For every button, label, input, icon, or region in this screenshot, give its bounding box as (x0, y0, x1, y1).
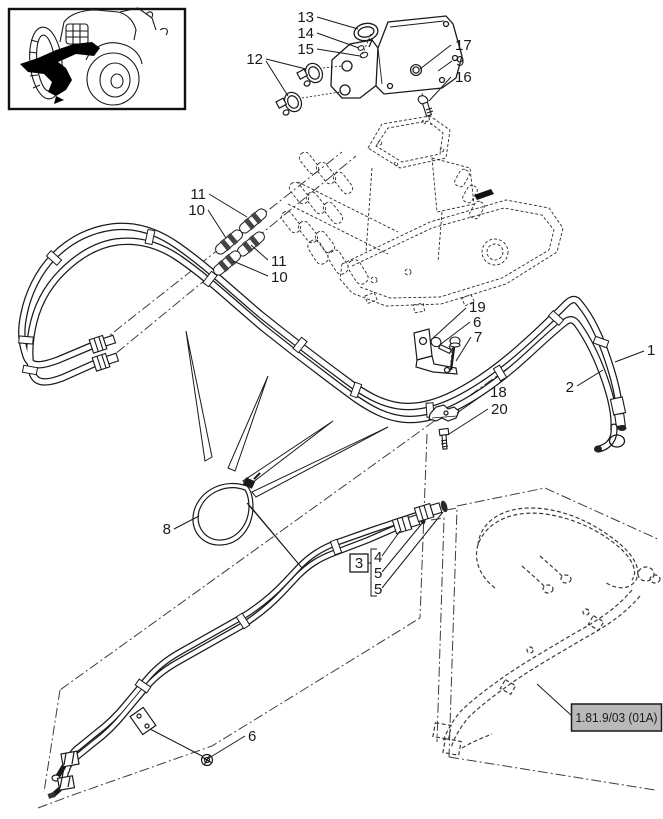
callout-5-first[interactable]: 5 (374, 565, 382, 582)
bracket-9-plate (375, 15, 463, 95)
bracket-9-face (330, 39, 379, 99)
tube-end-fitting-b (413, 500, 448, 523)
callout-10-upper[interactable]: 10 (188, 202, 205, 219)
leader-lines (173, 16, 645, 759)
tractor-location-thumbnail (7, 7, 187, 111)
hose-loop-fitting-2 (91, 352, 120, 372)
callout-3[interactable]: 3 (355, 555, 363, 572)
mounting-bracket-assembly (275, 15, 463, 117)
tube-clamp-nut (200, 753, 214, 767)
callout-16[interactable]: 16 (455, 69, 472, 86)
callout-3-box (349, 553, 369, 573)
hose-1-end-fitting (609, 396, 627, 431)
callout-11-lower[interactable]: 11 (271, 253, 287, 270)
callout-15[interactable]: 15 (297, 41, 314, 58)
handle-13 (353, 22, 379, 48)
callout-6-upper[interactable]: 6 (473, 314, 481, 331)
callout-1[interactable]: 1 (647, 342, 655, 359)
callout-20[interactable]: 20 (491, 401, 508, 418)
callout-10-lower[interactable]: 10 (271, 269, 288, 286)
bolt-16 (417, 95, 434, 117)
bolt-20 (438, 427, 450, 450)
callout-12[interactable]: 12 (246, 51, 263, 68)
callout-labels: 13 14 15 12 17 9 16 11 10 11 10 19 6 7 1… (163, 9, 656, 745)
hose-bundle (18, 222, 627, 453)
tie-strap (192, 472, 261, 546)
callout-6-lower[interactable]: 6 (248, 728, 256, 745)
callout-13[interactable]: 13 (297, 9, 314, 26)
hose-adapters (213, 208, 267, 276)
callout-9[interactable]: 9 (456, 53, 464, 70)
callout-17[interactable]: 17 (455, 37, 472, 54)
bolt-6 (430, 336, 455, 355)
callout-14[interactable]: 14 (297, 25, 314, 42)
callout-2[interactable]: 2 (566, 379, 574, 396)
callout-5-second[interactable]: 5 (374, 581, 382, 598)
tube-assembly (47, 500, 448, 799)
hose-loop-fitting-1 (88, 334, 117, 354)
highlighted-front-hitch (20, 42, 100, 96)
callout-18[interactable]: 18 (490, 384, 507, 401)
callout-7[interactable]: 7 (474, 329, 482, 346)
reference-hose-assembly (432, 507, 661, 756)
solenoid-cylinders (280, 151, 485, 285)
figure-reference-label[interactable]: 1.81.9/03 (01A) (576, 710, 658, 725)
clamp-18 (428, 404, 460, 422)
hose-collars (18, 228, 610, 418)
washers-14-15 (357, 33, 372, 61)
support-bracket-19 (413, 328, 458, 375)
nut-17 (409, 63, 423, 77)
dust-caps-12 (275, 62, 343, 116)
callout-8[interactable]: 8 (163, 521, 171, 538)
valve-assembly-reference (280, 115, 564, 314)
callout-11-upper[interactable]: 11 (190, 186, 206, 203)
tube-clamp-block (129, 706, 157, 736)
hose-2-end-elbow (594, 423, 626, 453)
figure-reference-link[interactable]: 1.81.9/03 (01A) (570, 703, 663, 732)
stud-7 (449, 336, 461, 373)
tube-elbow-fittings (47, 750, 80, 799)
callout-4[interactable]: 4 (374, 549, 382, 566)
callout-19[interactable]: 19 (469, 299, 486, 316)
